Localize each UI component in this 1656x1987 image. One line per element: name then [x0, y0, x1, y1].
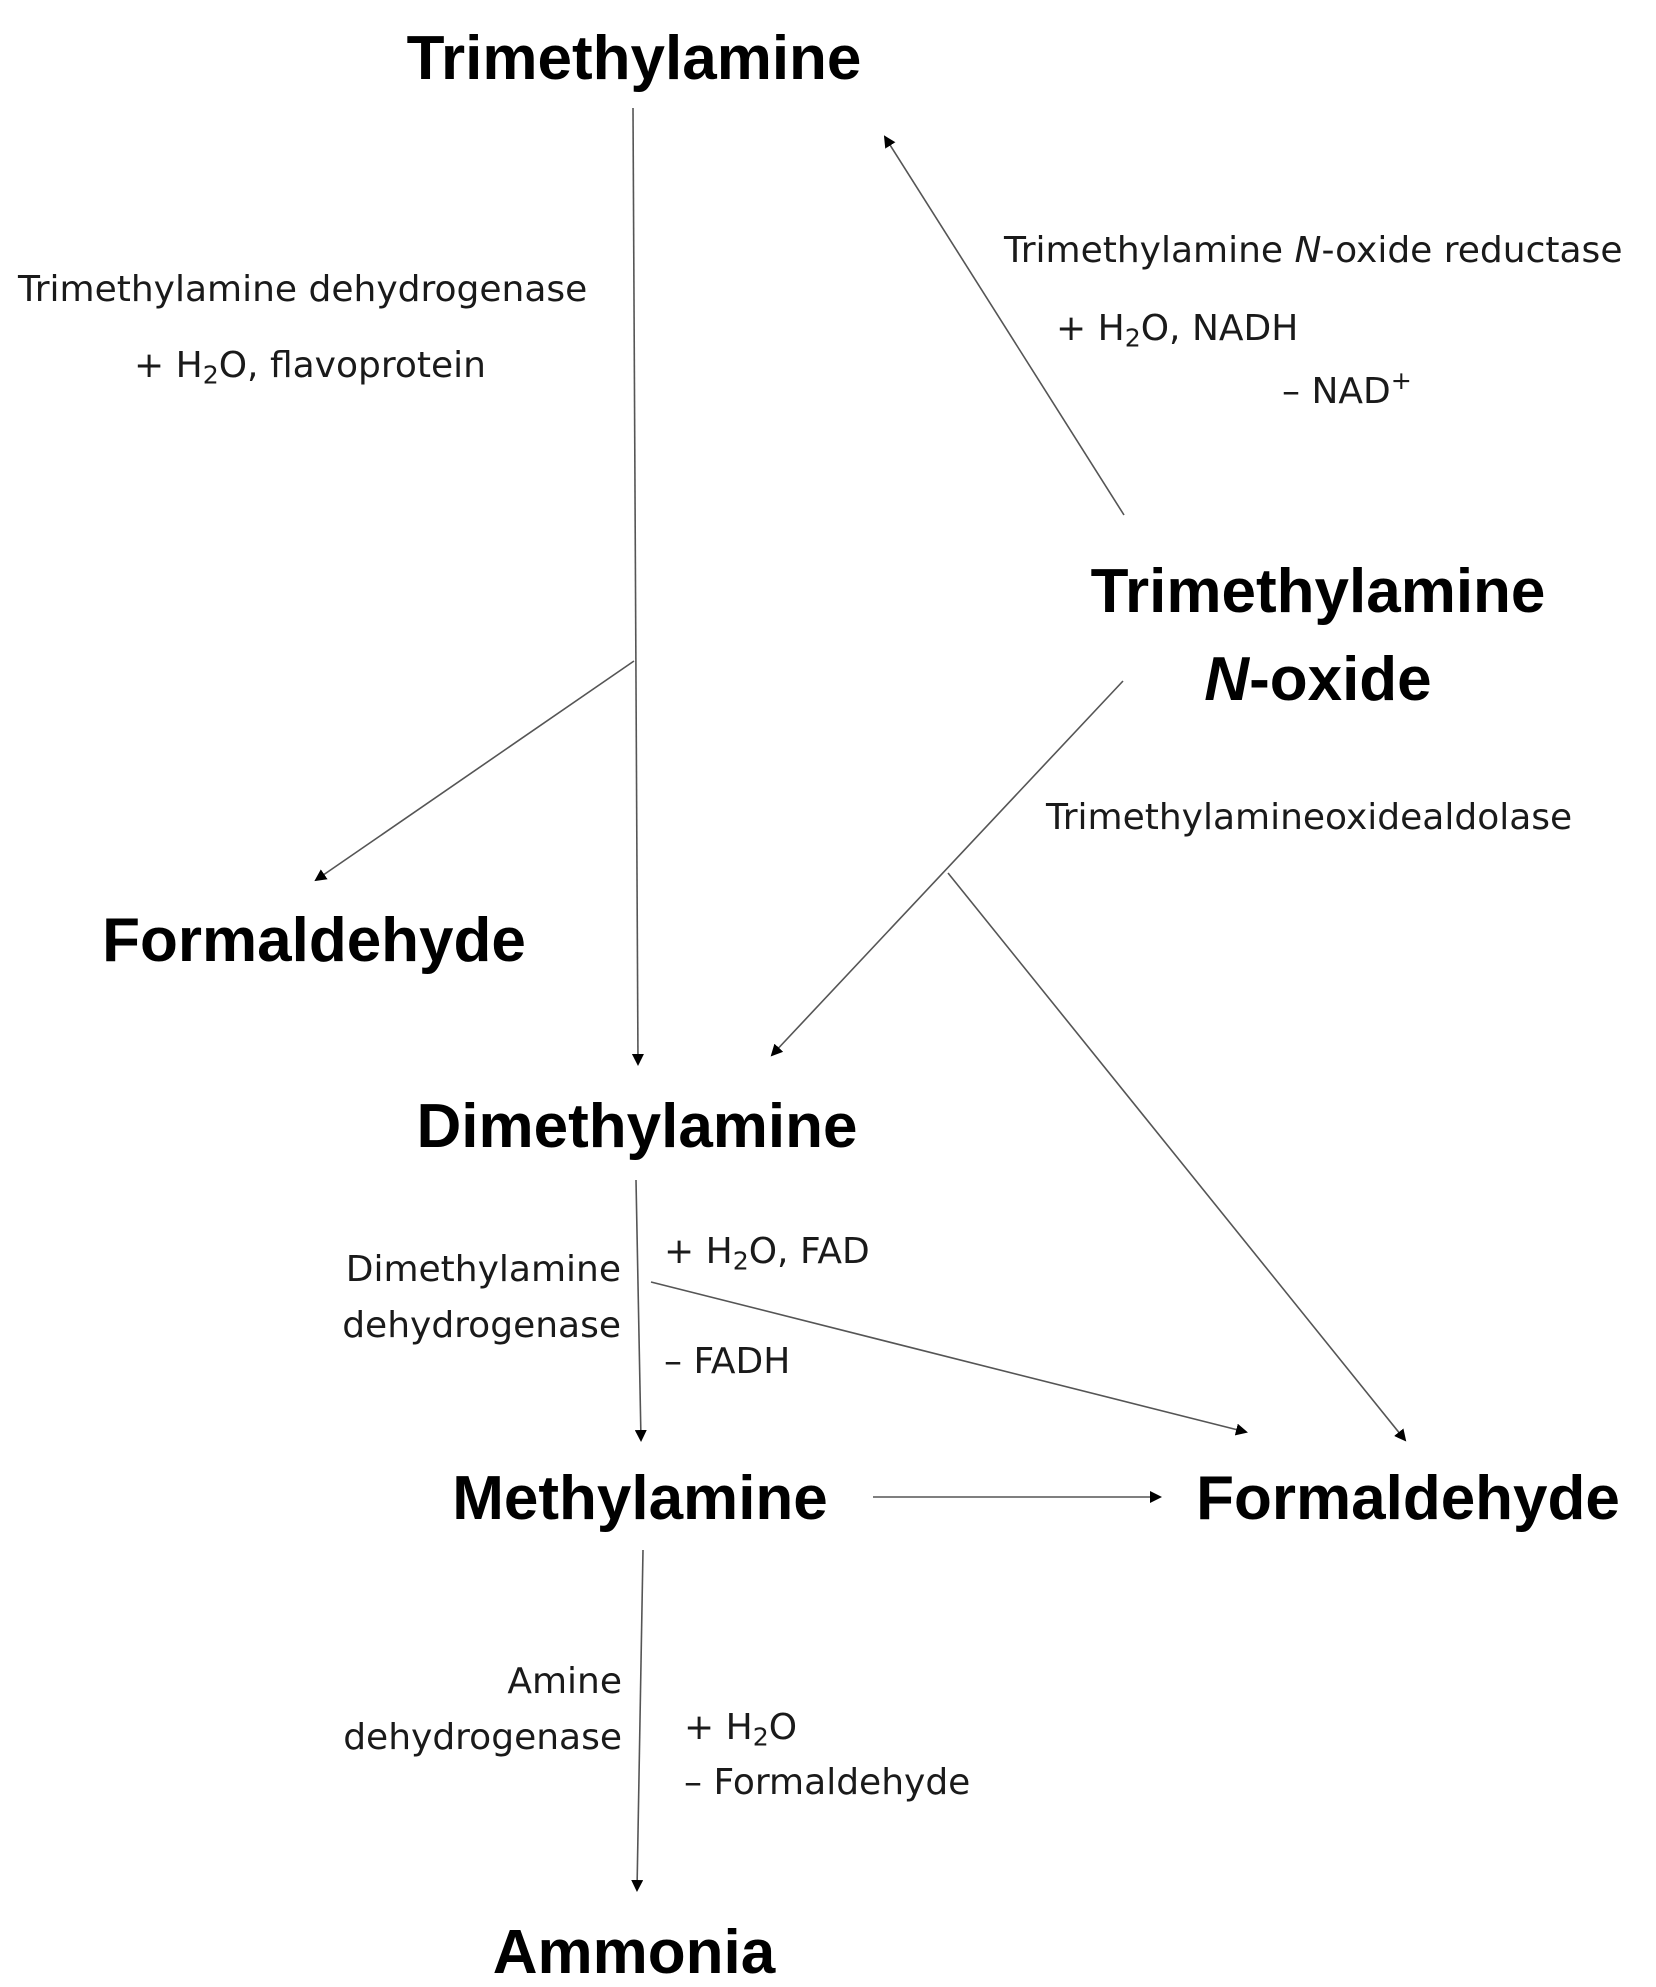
arrow-tma-to-dma — [631, 107, 644, 1066]
compound-trimethylamine-n-oxide: Trimethylamine N-oxide — [1091, 548, 1546, 724]
tmao-line1: Trimethylamine — [1090, 557, 1546, 626]
arrow-tmao-to-tma — [883, 135, 1125, 516]
cofactor-suffix: O, flavoprotein — [218, 345, 486, 386]
compound-formaldehyde-right: Formaldehyde — [1196, 1464, 1620, 1533]
reductase-suffix: -oxide reductase — [1321, 230, 1623, 271]
tmao-line2: N-oxide — [1091, 636, 1546, 724]
amine-dehydrogenase-line1: Amine — [507, 1661, 622, 1702]
amine-add-subscript: 2 — [752, 1722, 769, 1752]
reductase-prefix: Trimethylamine — [1004, 230, 1295, 271]
amine-add-prefix: + H — [684, 1707, 753, 1748]
compound-trimethylamine: Trimethylamine — [406, 24, 862, 93]
enzyme-dimethylamine-dehydrogenase: Dimethylamine dehydrogenase — [342, 1242, 621, 1354]
reductase-minus-superscript: + — [1390, 366, 1412, 395]
arrow-tma-to-formaldehyde-left — [314, 660, 635, 882]
arrow-methylamine-to-ammonia — [631, 1549, 644, 1892]
arrow-dma-to-methylamine — [634, 1179, 647, 1442]
cofactors-amine-minus: – Formaldehyde — [684, 1762, 971, 1803]
reductase-add-suffix: O, NADH — [1140, 308, 1299, 349]
reductase-add-subscript: 2 — [1124, 323, 1141, 353]
enzyme-tmao-reductase: Trimethylamine N-oxide reductase — [1004, 233, 1622, 269]
cofactors-tmao-reductase-minus: – NAD+ — [1282, 368, 1412, 410]
cofactor-prefix: + H — [134, 345, 203, 386]
dma-add-prefix: + H — [664, 1231, 733, 1272]
compound-formaldehyde-left: Formaldehyde — [102, 906, 526, 975]
reductase-add-prefix: + H — [1056, 308, 1125, 349]
compound-methylamine: Methylamine — [452, 1464, 828, 1533]
cofactors-tmao-reductase-add: + H2O, NADH — [1056, 311, 1298, 351]
enzyme-tmao-aldolase: Trimethylamineoxidealdolase — [1046, 797, 1573, 838]
tmao-rest: -oxide — [1249, 645, 1432, 714]
cofactors-tma-dehydrogenase: + H2O, flavoprotein — [134, 348, 486, 388]
amine-add-suffix: O — [768, 1707, 798, 1748]
enzyme-amine-dehydrogenase: Amine dehydrogenase — [343, 1654, 622, 1766]
compound-dimethylamine: Dimethylamine — [416, 1092, 858, 1161]
compound-ammonia: Ammonia — [492, 1918, 776, 1987]
reductase-italic-n: N — [1294, 230, 1322, 271]
arrow-dma-to-formaldehyde-right — [650, 1281, 1248, 1436]
cofactor-subscript: 2 — [202, 360, 219, 390]
dma-dehydrogenase-line2: dehydrogenase — [342, 1305, 621, 1346]
dma-add-subscript: 2 — [732, 1246, 749, 1276]
cofactors-amine-add: + H2O — [684, 1710, 797, 1750]
tmao-italic-n: N — [1204, 645, 1250, 714]
reductase-minus-prefix: – NAD — [1282, 370, 1391, 412]
dma-add-suffix: O, FAD — [748, 1231, 870, 1272]
amine-dehydrogenase-line2: dehydrogenase — [343, 1717, 622, 1758]
cofactors-dma-minus: – FADH — [664, 1341, 791, 1382]
arrow-aldolase-to-formaldehyde-right — [947, 872, 1407, 1442]
dma-dehydrogenase-line1: Dimethylamine — [345, 1249, 621, 1290]
cofactors-dma-add: + H2O, FAD — [664, 1234, 870, 1274]
arrow-tmao-to-dma — [770, 680, 1124, 1057]
enzyme-trimethylamine-dehydrogenase: Trimethylamine dehydrogenase — [18, 269, 588, 310]
